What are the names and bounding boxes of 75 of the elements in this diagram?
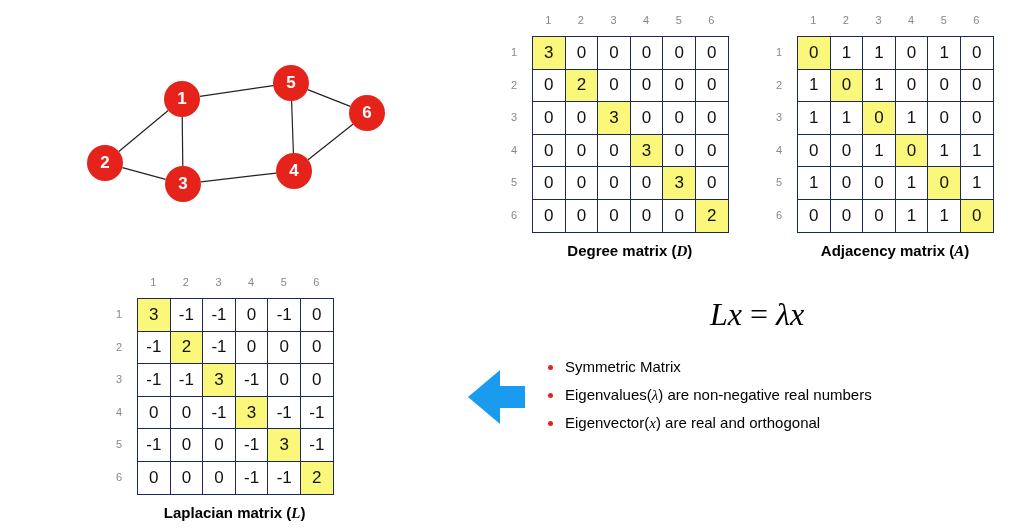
highlighted-matrix-cell: 0 — [927, 166, 961, 200]
graph-vertex: 2 — [87, 145, 123, 181]
column-index: 6 — [707, 14, 716, 26]
highlighted-matrix-cell: 3 — [662, 166, 696, 200]
column-index: 6 — [312, 276, 321, 288]
column-index: 5 — [674, 14, 683, 26]
row-index: 4 — [774, 143, 784, 156]
graph-edge — [307, 123, 354, 161]
highlighted-matrix-cell: 0 — [797, 36, 831, 70]
row-index: 2 — [509, 78, 519, 91]
highlighted-matrix-cell: 2 — [695, 199, 729, 233]
column-index: 4 — [907, 14, 916, 26]
column-index: 1 — [149, 276, 158, 288]
matrix-cell: 0 — [695, 36, 729, 70]
bullet-item: Eigenvalues(λ) are non-negative real numbers — [547, 386, 872, 404]
highlighted-matrix-cell: 3 — [137, 298, 171, 332]
highlighted-matrix-cell: 0 — [862, 101, 896, 135]
matrix-cell: 0 — [300, 298, 334, 332]
column-index: 3 — [214, 276, 223, 288]
column-index: 3 — [874, 14, 883, 26]
column-index: 6 — [972, 14, 981, 26]
bullet-item: Symmetric Matrix — [547, 358, 681, 375]
graph-vertex: 5 — [273, 65, 309, 101]
row-index: 4 — [114, 405, 124, 418]
graph-edge — [200, 172, 277, 183]
row-index: 6 — [774, 209, 784, 221]
row-index: 3 — [114, 373, 124, 386]
column-index: 5 — [279, 276, 288, 288]
row-index: 6 — [114, 471, 124, 483]
row-index: 6 — [509, 209, 519, 221]
column-index: 2 — [576, 14, 585, 26]
column-index: 1 — [544, 14, 553, 26]
highlighted-matrix-cell: 0 — [960, 199, 994, 233]
highlighted-matrix-cell: 3 — [267, 428, 301, 462]
column-index: 3 — [609, 14, 618, 26]
graph-edge — [121, 167, 167, 180]
graph-vertex: 4 — [276, 153, 312, 189]
graph-vertex: 1 — [164, 81, 200, 117]
graph-edge — [307, 89, 351, 107]
row-index: 5 — [774, 176, 784, 189]
graph-edge — [181, 116, 184, 167]
column-index: 1 — [809, 14, 818, 26]
column-index: 5 — [939, 14, 948, 26]
highlighted-matrix-cell: 2 — [300, 461, 334, 495]
graph-edge — [118, 109, 169, 153]
matrix-cell: 0 — [137, 461, 171, 495]
matrix-cell: 0 — [797, 199, 831, 233]
row-index: 1 — [774, 46, 784, 58]
highlighted-matrix-cell: 3 — [597, 101, 631, 135]
row-index: 1 — [509, 46, 519, 58]
matrix-cell: 0 — [960, 36, 994, 70]
row-index: 3 — [509, 111, 519, 124]
equation: Lx = λx — [710, 296, 805, 333]
matrix-caption: Laplacian matrix (L) — [163, 503, 306, 522]
bullet-item: Eigenvector(x) are real and orthogonal — [547, 414, 821, 432]
graph-vertex: 6 — [349, 95, 385, 131]
matrix-cell: 0 — [532, 199, 566, 233]
highlighted-matrix-cell: 3 — [202, 363, 236, 397]
row-index: 2 — [114, 340, 124, 353]
row-index: 2 — [774, 78, 784, 91]
matrix-caption: Adjacency matrix (A) — [820, 241, 970, 260]
row-index: 5 — [509, 176, 519, 189]
highlighted-matrix-cell: 3 — [532, 36, 566, 70]
column-index: 4 — [642, 14, 651, 26]
row-index: 4 — [509, 143, 519, 156]
graph-vertex: 3 — [165, 166, 201, 202]
row-index: 5 — [114, 438, 124, 451]
matrix-caption: Degree matrix (D) — [567, 241, 693, 260]
graph-edge — [291, 100, 294, 154]
graph-edge — [199, 85, 274, 97]
row-index: 1 — [114, 308, 124, 320]
column-index: 2 — [181, 276, 190, 288]
column-index: 2 — [841, 14, 850, 26]
row-index: 3 — [774, 111, 784, 124]
column-index: 4 — [247, 276, 256, 288]
